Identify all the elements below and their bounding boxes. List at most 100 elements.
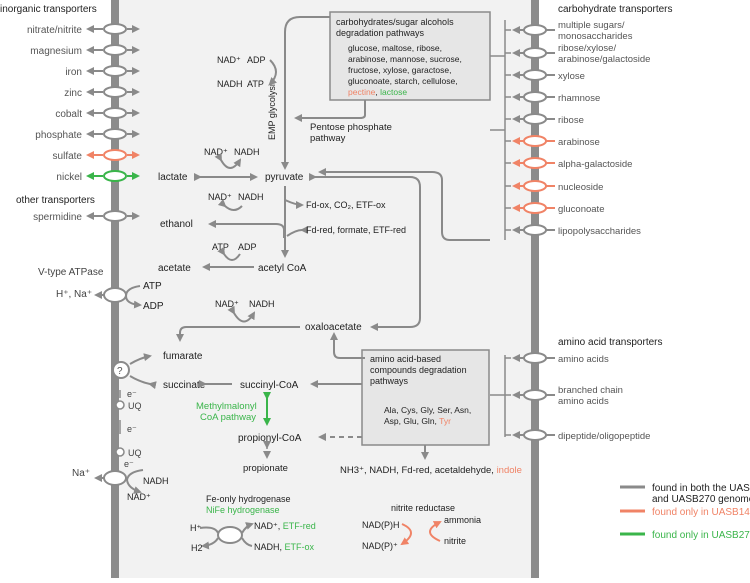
nitrite-reductase-title: nitrite reductase [391, 503, 455, 513]
carb-transporter-icon [523, 202, 547, 214]
amino-acid-transporters-header: amino acid transporters [558, 337, 663, 348]
inorganic-transporter-label: zinc [64, 88, 82, 99]
indole-label: indole [497, 465, 522, 476]
atpase-title: V-type ATPase [38, 267, 104, 278]
inorganic-transporter-icon [103, 170, 127, 182]
electron-label-1: e⁻ [127, 389, 137, 399]
uq-icon-2 [115, 447, 125, 457]
inorganic-transporter-label: nitrate/nitrite [27, 25, 82, 36]
carb-transporter-icon [523, 24, 547, 36]
legend-label: found in both the UASB14 [652, 483, 750, 494]
emp-atp: ATP [247, 79, 264, 89]
carb-transporter-icon [523, 157, 547, 169]
inorganic-transporter-label: sulfate [53, 151, 83, 162]
amino-acid-pathways-box [361, 349, 490, 446]
fd-red-label: Fd-red, formate, ETF-red [306, 225, 406, 235]
ethanol-nad-plus: NAD⁺ [208, 192, 232, 202]
uq-label-2: UQ [128, 448, 142, 458]
carb-transporter-label: xylose [558, 71, 585, 82]
inorganic-transporter-label: magnesium [30, 46, 82, 57]
hydrogenase-title-green: NiFe hydrogenase [206, 505, 280, 515]
emp-nad-plus: NAD⁺ [217, 55, 241, 65]
nitrite-nadp: NAD(P)⁺ [362, 541, 398, 551]
carb-transporter-label: ribose/xylose/ [558, 43, 616, 54]
rnf-nad-plus: NAD⁺ [127, 492, 151, 502]
carb-box-title-1: carbohydrates/sugar alcohols [336, 17, 454, 27]
ethanol-nadh: NADH [238, 192, 264, 202]
pentose-label-2: pathway [310, 133, 346, 144]
other-transporters-header: other transporters [16, 195, 95, 206]
atpase-ions: H⁺, Na⁺ [56, 289, 92, 300]
carb-box-body-3: fructose, xylose, garactose, [348, 65, 451, 75]
carb-transporter-label: rhamnose [558, 93, 600, 104]
pyruvate-label: pyruvate [265, 172, 304, 183]
na-ion: Na⁺ [72, 468, 90, 479]
oxalo-nad-plus: NAD⁺ [215, 299, 239, 309]
electron-label-2: e⁻ [127, 424, 137, 434]
carb-transporter-label: arabinose [558, 137, 600, 148]
lactate-nad-plus: NAD⁺ [204, 147, 228, 157]
carb-transporter-label: arabinose/galactoside [558, 54, 650, 65]
inorganic-transporter-list: nitrate/nitrite magnesium iron zinc cobalt ph… [27, 23, 140, 223]
amino-transporter-icon [523, 429, 547, 441]
carbohydrate-transporters-header: carbohydrate transporters [558, 4, 673, 15]
unknown-complex-label: ? [117, 366, 123, 377]
nitrite-ammonia: ammonia [444, 515, 481, 525]
tyr-label: Tyr [439, 416, 451, 426]
inorganic-transporter-label: phosphate [35, 130, 82, 141]
ethanol-label: ethanol [160, 219, 193, 230]
carb-transporter-icon [523, 224, 547, 236]
emp-nadh: NADH [217, 79, 243, 89]
amino-box-title-1: amino acid-based [370, 354, 441, 364]
hydrogenase-nad-line: NAD⁺, ETF-red [254, 521, 316, 531]
carbohydrate-transporter-list: multiple sugars/monosaccharidesribose/xy… [512, 20, 650, 237]
lactate-nadh: NADH [234, 147, 260, 157]
amino-products: NH3⁺, NADH, Fd-red, acetaldehyde, indole [340, 465, 522, 476]
carb-box-body-1: glucose, maltose, ribose, [348, 43, 442, 53]
methylmalonyl-label-1: Methylmalonyl [196, 401, 257, 412]
amino-box-body-1: Ala, Cys, Gly, Ser, Asn, [384, 405, 471, 415]
hydrogenase-h-plus: H⁺ [190, 523, 201, 533]
carb-box-body-5: pectine, lactose [348, 87, 407, 97]
oxaloacetate-label: oxaloacetate [305, 322, 362, 333]
amino-box-title-2: compounds degradation [370, 365, 467, 375]
carb-transporter-icon [523, 180, 547, 192]
electron-label-3: e⁻ [124, 459, 134, 469]
fd-ox-label: Fd-ox, CO₂, ETF-ox [306, 200, 386, 210]
rnf-nadh: NADH [143, 476, 169, 486]
amino-transporter-label: amino acids [558, 396, 609, 407]
pentose-label-1: Pentose phosphate [310, 122, 392, 133]
inorganic-transporter-label: cobalt [55, 109, 82, 120]
carb-box-title-2: degradation pathways [336, 28, 425, 38]
carb-transporter-label: multiple sugars/ [558, 20, 625, 31]
emp-glycolysis-label: EMP glycolysis [267, 79, 277, 140]
amino-box-body-2a: Asp, Glu, Gln, [384, 416, 439, 426]
succinyl-coa-label: succinyl-CoA [240, 380, 299, 391]
carb-transporter-icon [523, 69, 547, 81]
amino-transporter-label: amino acids [558, 354, 609, 365]
hydrogenase-title-gray: Fe-only hydrogenase [206, 494, 291, 504]
oxalo-nadh: NADH [249, 299, 275, 309]
amino-bracket [505, 357, 511, 436]
amino-transporter-label: dipeptide/oligopeptide [558, 431, 650, 442]
hydrogenase-icon [217, 526, 243, 544]
inorganic-transporter-icon [103, 23, 127, 35]
carb-transporter-icon [523, 113, 547, 125]
uq-label-1: UQ [128, 401, 142, 411]
carb-transporter-label: alpha-galactoside [558, 159, 632, 170]
inorganic-transporter-icon [103, 107, 127, 119]
propionyl-coa-label: propionyl-CoA [238, 433, 302, 444]
atpase-atp: ATP [143, 281, 162, 292]
inorganic-transporter-label: iron [65, 67, 82, 78]
carb-box-body-4: gluconoate, starch, cellulose, [348, 76, 458, 86]
carb-transporter-icon [523, 91, 547, 103]
hydrogenase-h2: H2 [191, 543, 203, 553]
carb-transporter-label: lipopolysaccharides [558, 226, 641, 237]
nitrite-nadph: NAD(P)H [362, 520, 400, 530]
inorganic-transporter-icon [103, 128, 127, 140]
carb-box-body-2: arabinose, mannose, sucrose, [348, 54, 462, 64]
acetate-atp: ATP [212, 242, 229, 252]
uq-icon-1 [115, 400, 125, 410]
